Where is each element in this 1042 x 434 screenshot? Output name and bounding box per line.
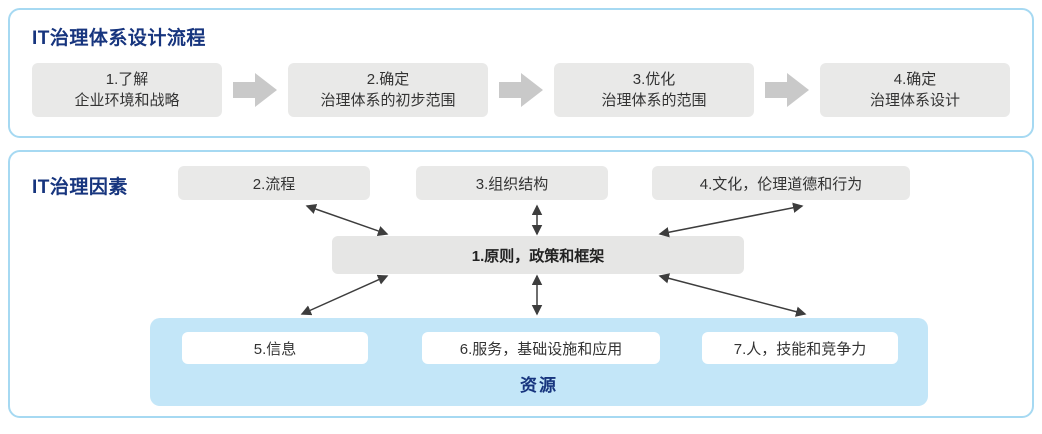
process-step-2-line2: 治理体系的初步范围 <box>320 92 456 109</box>
factors-panel-title: IT治理因素 <box>32 177 128 198</box>
process-step-3-line1: 3.优化 <box>632 71 676 88</box>
factor-process: 2.流程 <box>178 166 370 200</box>
process-step-1-line2: 企业环境和战略 <box>74 92 180 109</box>
factors-panel: IT治理因素 2.流程 3.组织结构 4.文化，伦理道德和行为 1.原则，政策和… <box>8 150 1034 418</box>
process-steps-row: 1.了解 企业环境和战略 2.确定 治理体系的初步范围 3.优化 治理体系的范围 <box>32 63 1010 117</box>
process-step-4: 4.确定 治理体系设计 <box>820 63 1010 117</box>
process-step-1-line1: 1.了解 <box>105 71 149 88</box>
process-panel-title: IT治理体系设计流程 <box>32 28 206 49</box>
process-step-1: 1.了解 企业环境和战略 <box>32 63 222 117</box>
factor-culture: 4.文化，伦理道德和行为 <box>652 166 910 200</box>
diagram-page: IT治理体系设计流程 1.了解 企业环境和战略 2.确定 治理体系的初步范围 3… <box>0 8 1042 418</box>
arrow-center-to-culture <box>658 202 804 238</box>
resource-information: 5.信息 <box>182 332 368 364</box>
process-step-2: 2.确定 治理体系的初步范围 <box>288 63 488 117</box>
arrow-right-icon <box>499 73 543 107</box>
factor-org-structure: 3.组织结构 <box>416 166 608 200</box>
factor-principles-center: 1.原则，政策和框架 <box>332 236 744 274</box>
process-step-2-line1: 2.确定 <box>366 71 410 88</box>
arrow-center-to-process <box>305 204 389 236</box>
arrow-right-icon <box>765 73 809 107</box>
arrow-center-to-info <box>300 274 389 316</box>
arrow-center-to-people <box>658 273 807 317</box>
resource-services-infrastructure: 6.服务，基础设施和应用 <box>422 332 660 364</box>
resource-area-label: 资源 <box>520 376 558 395</box>
arrow-right-icon <box>233 73 277 107</box>
process-panel: IT治理体系设计流程 1.了解 企业环境和战略 2.确定 治理体系的初步范围 3… <box>8 8 1034 138</box>
resource-area: 5.信息 6.服务，基础设施和应用 7.人，技能和竞争力 资源 <box>150 318 928 406</box>
process-step-4-line1: 4.确定 <box>893 71 937 88</box>
process-step-3-line2: 治理体系的范围 <box>601 92 707 109</box>
process-step-4-line2: 治理体系设计 <box>869 92 960 109</box>
process-step-3: 3.优化 治理体系的范围 <box>554 63 754 117</box>
resource-people-skills: 7.人，技能和竞争力 <box>702 332 898 364</box>
